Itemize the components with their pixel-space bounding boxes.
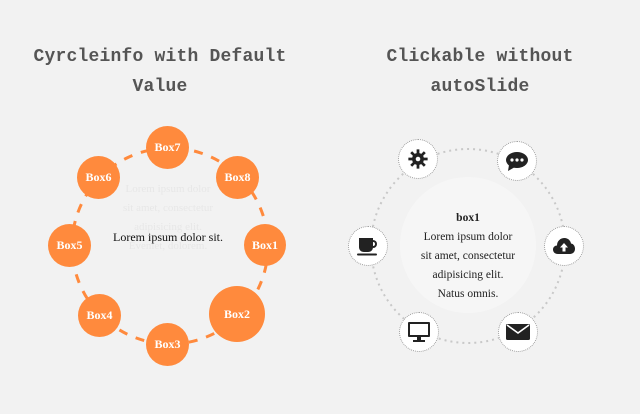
coffee-node[interactable] xyxy=(348,226,388,266)
box5-node[interactable]: Box5 xyxy=(48,224,91,267)
left-demo-title: Cyrcleinfo with Default Value xyxy=(0,42,320,102)
cloud-upload-node[interactable] xyxy=(544,226,584,266)
mail-node[interactable] xyxy=(498,312,538,352)
coffee-icon xyxy=(357,238,377,256)
monitor-icon xyxy=(408,322,430,342)
right-center-disc xyxy=(400,177,536,313)
right-demo-title: Clickable without autoSlide xyxy=(320,42,640,102)
info-title: box1 xyxy=(456,212,480,224)
box6-node[interactable]: Box6 xyxy=(77,156,120,199)
monitor-node[interactable] xyxy=(399,312,439,352)
box1-node[interactable]: Box1 xyxy=(244,224,286,266)
box8-node[interactable]: Box8 xyxy=(216,156,259,199)
chat-icon xyxy=(506,152,528,171)
right-title-line1: Clickable without xyxy=(386,47,574,67)
box4-node[interactable]: Box4 xyxy=(78,294,121,337)
cloud-upload-icon xyxy=(553,238,575,254)
mail-icon xyxy=(506,324,530,340)
chat-node[interactable] xyxy=(497,141,537,181)
left-center-text: Lorem ipsum dolor sit. xyxy=(113,230,223,244)
gear-icon xyxy=(408,149,428,169)
right-title-line2: autoSlide xyxy=(430,77,530,97)
box2-node[interactable]: Box2 xyxy=(209,286,265,342)
left-faded-text: Lorem ipsum dolor sit amet, consectetur … xyxy=(122,183,214,252)
box7-node[interactable]: Box7 xyxy=(146,126,189,169)
left-title-line2: Value xyxy=(132,77,188,97)
box3-node[interactable]: Box3 xyxy=(146,323,189,366)
info-text: Lorem ipsum dolor sit amet, consectetur … xyxy=(420,231,516,300)
left-title-line1: Cyrcleinfo with Default xyxy=(33,47,287,67)
right-info-panel: box1 Lorem ipsum dolor sit amet, consect… xyxy=(420,209,516,304)
gear-node[interactable] xyxy=(398,139,438,179)
